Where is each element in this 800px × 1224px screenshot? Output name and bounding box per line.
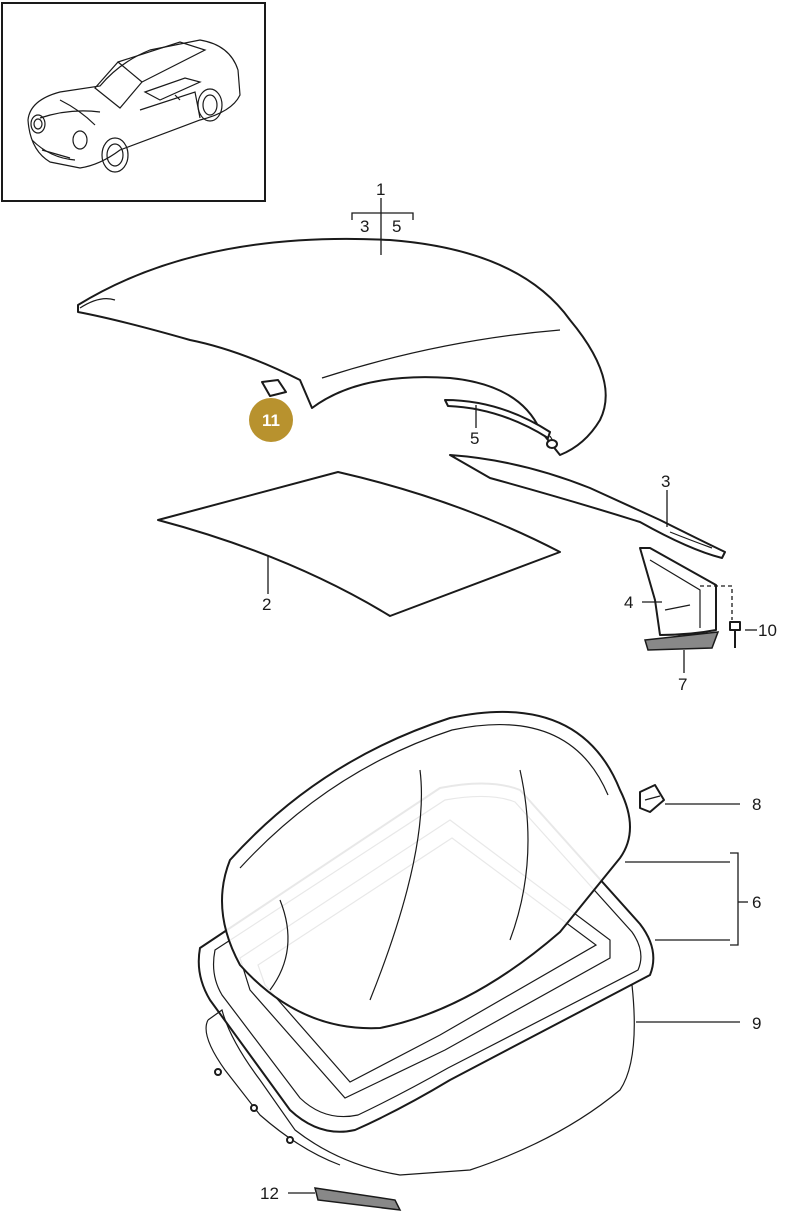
mesh-strip — [644, 631, 720, 651]
label-part-5: 5 — [470, 429, 479, 448]
screw — [729, 621, 741, 648]
label-part-7: 7 — [678, 675, 687, 694]
label-part-9: 9 — [752, 1014, 761, 1033]
roof-clip — [261, 379, 287, 397]
bottom-mesh-strip — [313, 1187, 402, 1211]
thumbnail-frame — [1, 2, 266, 202]
label-part-1-sub-3: 3 — [360, 217, 369, 236]
seal-strip — [444, 399, 558, 449]
label-part-1: 1 — [376, 180, 385, 199]
highlight-badge-11[interactable]: 11 — [249, 398, 293, 442]
roof-liner-panel — [157, 471, 561, 617]
label-part-10: 10 — [758, 621, 777, 640]
label-part-12: 12 — [260, 1184, 279, 1203]
leader-lines — [267, 198, 757, 1194]
highlight-badge-label: 11 — [262, 411, 280, 430]
roof-shell — [77, 237, 607, 456]
car-thumbnail-image — [27, 39, 241, 173]
side-trim — [449, 454, 726, 559]
label-part-1-sub-5: 5 — [392, 217, 401, 236]
rear-corner-panel — [639, 547, 717, 636]
glass-clip — [639, 784, 665, 813]
label-part-8: 8 — [752, 795, 761, 814]
label-part-6: 6 — [752, 893, 761, 912]
label-part-2: 2 — [262, 595, 271, 614]
label-part-3: 3 — [661, 472, 670, 491]
label-part-4: 4 — [624, 593, 633, 612]
rear-window-glass — [221, 710, 631, 1030]
window-seal-gasket — [205, 984, 635, 1176]
